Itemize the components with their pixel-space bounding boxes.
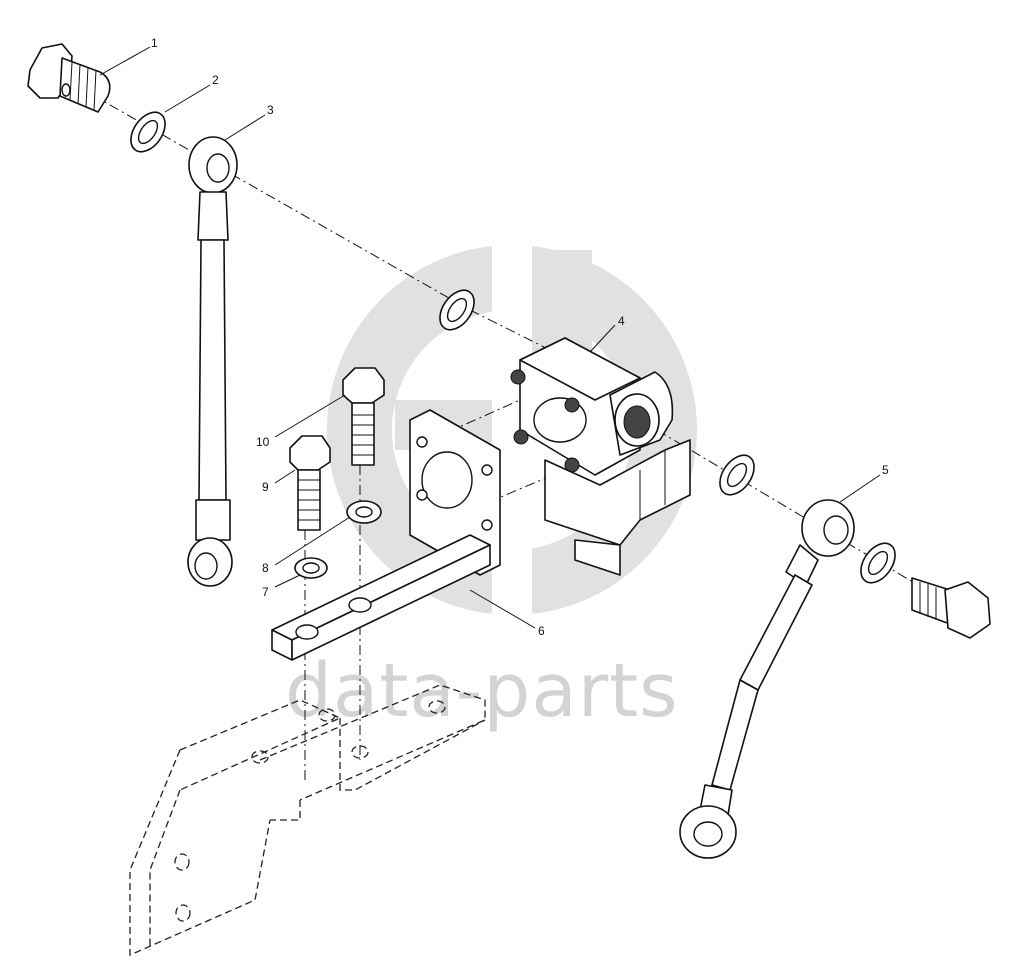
part-8-washer xyxy=(346,500,382,524)
callout-4: 4 xyxy=(618,314,625,328)
part-10-bolt xyxy=(342,367,385,466)
callout-7: 7 xyxy=(262,585,269,599)
callout-1: 1 xyxy=(151,36,158,50)
part-7-washer xyxy=(294,557,328,579)
frame-outline xyxy=(129,684,486,956)
callout-labels: 1 2 3 4 5 6 7 8 9 10 xyxy=(151,36,889,638)
sealing-ring-right-2 xyxy=(860,542,896,584)
watermark-text: data-parts xyxy=(285,648,679,734)
part-3-hose xyxy=(187,136,238,587)
callout-10: 10 xyxy=(256,435,270,449)
callout-6: 6 xyxy=(538,624,545,638)
part-1-banjo-bolt xyxy=(27,43,111,113)
part-9-bolt xyxy=(289,435,331,531)
callout-5: 5 xyxy=(882,463,889,477)
part-2-sealing-ring xyxy=(130,111,166,153)
callout-2: 2 xyxy=(212,73,219,87)
callout-9: 9 xyxy=(262,480,269,494)
callout-3: 3 xyxy=(267,103,274,117)
callout-8: 8 xyxy=(262,561,269,575)
sealing-ring-middle xyxy=(439,289,475,331)
part-6-bracket xyxy=(271,409,501,661)
part-4-valve xyxy=(510,337,691,576)
banjo-bolt-right xyxy=(911,577,991,639)
sealing-ring-right-1 xyxy=(719,454,755,496)
part-5-hose xyxy=(679,499,855,859)
callout-leaders xyxy=(99,46,881,629)
